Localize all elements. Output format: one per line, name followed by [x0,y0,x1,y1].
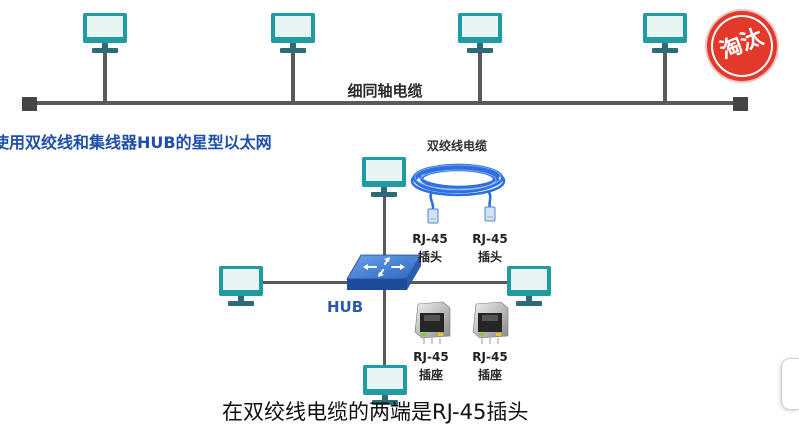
socket-model: RJ-45 [472,350,508,364]
hub-icon [346,254,422,290]
drop-line [291,53,295,103]
plug-type: 插头 [477,250,502,264]
subtitle: 在双绞线电缆的两端是RJ-45插头 [0,397,799,424]
bus-cable-line [30,101,740,105]
rj45-socket-icon [414,301,451,344]
computer-icon [83,13,127,55]
drop-line [478,53,482,103]
terminator-icon [733,97,748,111]
obsolete-stamp: 淘汰 [707,11,777,81]
section-heading: 使用双绞线和集线器HUB的星型以太网 [0,131,340,155]
section-heading-text: 使用双绞线和集线器HUB的星型以太网 [0,133,272,152]
hub-label: HUB [327,298,364,316]
computer-icon [219,266,263,308]
rj45-socket-icon [472,301,509,344]
plug-label: RJ-45 插头 [467,230,513,266]
link-bottom [383,288,386,366]
side-panel-handle[interactable] [781,358,799,410]
terminator-icon [22,97,37,111]
cable-title: 双绞线电缆 [426,139,487,153]
socket-type: 插座 [418,368,443,382]
computer-icon [458,13,502,55]
plug-label: RJ-45 插头 [407,230,453,266]
computer-icon [271,13,315,55]
computer-icon [363,365,407,407]
drop-line [663,53,667,103]
socket-label: RJ-45 插座 [408,348,454,384]
plug-model: RJ-45 [412,232,448,246]
plug-type: 插头 [417,250,442,264]
drop-line [103,53,107,103]
socket-label: RJ-45 插座 [467,348,513,384]
subtitle-text: 在双绞线电缆的两端是RJ-45插头 [222,400,529,424]
stamp-text: 淘汰 [716,24,767,65]
computer-icon [643,13,687,55]
link-top [383,196,386,260]
twisted-pair-cable-icon [410,163,506,224]
socket-model: RJ-45 [413,350,449,364]
plug-model: RJ-45 [472,232,508,246]
socket-type: 插座 [477,368,502,382]
computer-icon [507,266,551,308]
computer-icon [362,157,406,199]
coax-cable-label: 细同轴电缆 [347,82,423,100]
